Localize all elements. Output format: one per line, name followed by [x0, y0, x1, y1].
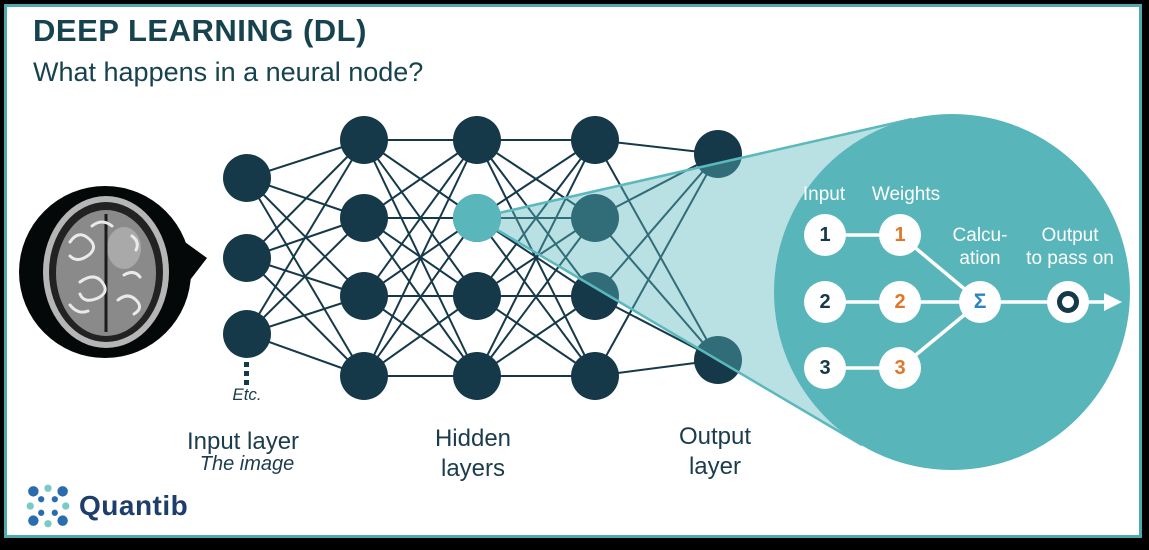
- input-value-circle-3: 3: [804, 347, 846, 389]
- zoom-beam-bottom-edge: [476, 216, 863, 447]
- network-connection-line: [246, 139, 365, 335]
- weight-value-circle-2: 2: [879, 281, 921, 323]
- network-connection-line: [476, 217, 596, 377]
- calculation-label: Calcu- ation: [952, 225, 1008, 269]
- zoom-circle: [774, 114, 1130, 470]
- network-connection-line: [594, 217, 719, 361]
- network-node: [571, 272, 619, 320]
- network-connection-line: [594, 139, 719, 361]
- output-layer-label: Output layer: [678, 423, 752, 480]
- network-node: [340, 194, 388, 242]
- input-layer-label: Input layer: [186, 428, 300, 455]
- network-connection-line: [476, 139, 596, 297]
- etc-label: Etc.: [232, 385, 262, 404]
- input-value-circle-2: 2: [804, 281, 846, 323]
- network-node: [571, 194, 619, 242]
- hidden-layers-label: Hidden layers: [434, 425, 512, 482]
- network-node: [453, 272, 501, 320]
- network-connection-line: [476, 139, 596, 377]
- output-pass-on-label: Output to pass on: [1026, 225, 1114, 269]
- network-node: [571, 352, 619, 400]
- vertical-ellipsis-dots: [244, 362, 249, 385]
- network-connection-line: [363, 217, 478, 377]
- quantib-logo-text: Quantib: [79, 490, 189, 521]
- network-node: [223, 310, 271, 358]
- weight-value-circle-3: 3: [879, 347, 921, 389]
- quantib-logo: Quantib: [25, 483, 188, 529]
- network-connection-line: [246, 217, 365, 335]
- output-circle: [1047, 281, 1089, 323]
- sum-circle: Σ: [959, 281, 1001, 323]
- network-node: [340, 352, 388, 400]
- page-subtitle: What happens in a neural node?: [33, 57, 424, 87]
- network-node: [453, 352, 501, 400]
- brain-mri-illustration: [19, 186, 207, 358]
- network-node: [453, 116, 501, 164]
- network-connection-line: [363, 139, 478, 297]
- network-node: [223, 234, 271, 282]
- sigma-icon: Σ: [973, 290, 987, 313]
- weights-column-label: Weights: [871, 184, 941, 205]
- zoom-beam-top-edge: [476, 117, 913, 220]
- input-column-label: Input: [802, 184, 846, 205]
- network-connection-line: [246, 257, 365, 377]
- input-value-circle-1: 1: [804, 214, 846, 256]
- network-node: [340, 272, 388, 320]
- network-connection-line: [363, 139, 478, 377]
- weight-value-circle-1: 1: [879, 214, 921, 256]
- network-node: [571, 116, 619, 164]
- network-node: [340, 116, 388, 164]
- network-connection-line: [594, 153, 719, 297]
- network-node: [223, 154, 271, 202]
- quantib-logo-icon: [26, 484, 70, 528]
- network-connection-line: [594, 153, 719, 377]
- page-title: DEEP LEARNING (DL): [33, 13, 367, 48]
- arrow-head-icon: [1104, 293, 1122, 311]
- input-layer-sublabel: The image: [199, 453, 295, 475]
- network-connection-line: [246, 139, 365, 259]
- output-ring-icon: [1057, 291, 1079, 313]
- highlighted-node: [453, 194, 501, 242]
